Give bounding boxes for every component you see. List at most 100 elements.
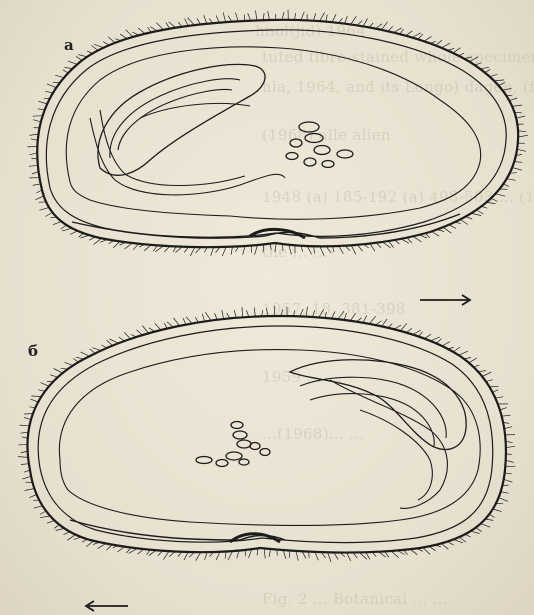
seta: [501, 492, 509, 494]
seta: [41, 383, 49, 387]
seta: [242, 307, 243, 317]
seta: [412, 33, 421, 38]
seta: [425, 233, 429, 237]
seta: [491, 198, 497, 201]
seta: [197, 19, 201, 25]
seta: [81, 235, 90, 238]
seta: [174, 318, 180, 326]
seta: [204, 15, 207, 24]
seta: [275, 243, 276, 252]
seta: [347, 553, 351, 561]
seta: [33, 184, 41, 186]
seta: [92, 46, 99, 51]
seta: [486, 202, 495, 203]
seta: [255, 245, 258, 255]
seta: [81, 352, 90, 356]
seta: [31, 399, 39, 402]
seta: [332, 14, 336, 22]
seta: [169, 22, 176, 28]
seta: [40, 516, 50, 518]
seta: [376, 321, 382, 325]
seta: [476, 528, 482, 532]
seta: [413, 236, 421, 242]
marginal-setae: [18, 10, 528, 562]
seta: [64, 532, 70, 535]
seta: [126, 30, 133, 37]
seta: [54, 525, 59, 529]
seta: [33, 120, 41, 122]
seta: [471, 531, 480, 533]
seta: [506, 460, 514, 462]
seta: [39, 207, 49, 210]
seta: [133, 244, 138, 250]
seta: [460, 220, 468, 225]
seta: [512, 105, 522, 106]
seta: [494, 80, 504, 81]
seta: [363, 316, 367, 323]
seta: [495, 397, 503, 399]
seta: [423, 548, 430, 555]
seta: [108, 37, 115, 43]
seta: [512, 168, 522, 171]
seta: [76, 56, 82, 60]
seta: [184, 552, 188, 560]
seta: [320, 12, 325, 21]
seta: [38, 109, 45, 110]
seta: [29, 153, 37, 155]
seta: [429, 546, 436, 550]
seta: [464, 358, 471, 359]
valve-b: [28, 316, 506, 611]
seta: [425, 334, 432, 338]
seta: [47, 84, 56, 88]
seta: [505, 466, 515, 467]
seta: [504, 427, 512, 429]
seta: [222, 247, 226, 256]
seta: [78, 55, 87, 57]
seta: [436, 339, 441, 344]
seta: [35, 196, 43, 200]
seta: [53, 221, 61, 224]
seta: [167, 322, 173, 327]
seta: [65, 362, 73, 365]
seta: [449, 225, 456, 229]
seta: [256, 11, 257, 21]
seta: [61, 368, 68, 369]
seta: [400, 29, 404, 34]
seta: [94, 238, 102, 244]
seta: [21, 464, 29, 465]
seta: [222, 310, 224, 319]
seta: [142, 326, 148, 334]
seta: [313, 13, 316, 21]
seta: [144, 245, 151, 251]
seta: [447, 49, 454, 51]
seta: [430, 337, 439, 341]
seta: [503, 88, 512, 90]
seta: [188, 18, 195, 25]
seta: [464, 57, 472, 59]
seta: [516, 116, 525, 118]
seta: [469, 358, 477, 363]
seta: [406, 328, 412, 332]
seta: [493, 509, 502, 512]
seta: [289, 245, 292, 255]
seta: [453, 347, 460, 352]
seta: [465, 534, 470, 537]
valve-a: [37, 20, 518, 305]
seta: [475, 63, 482, 65]
seta: [266, 308, 268, 316]
seta: [315, 552, 319, 560]
seta: [29, 165, 38, 166]
seta: [106, 545, 112, 551]
seta: [156, 23, 163, 30]
seta: [283, 550, 286, 559]
seta: [382, 319, 387, 327]
seta: [124, 332, 130, 339]
seta: [25, 489, 35, 491]
seta: [448, 542, 454, 546]
seta: [269, 549, 270, 557]
seta: [264, 548, 265, 558]
seta: [90, 349, 96, 354]
seta: [50, 375, 58, 377]
